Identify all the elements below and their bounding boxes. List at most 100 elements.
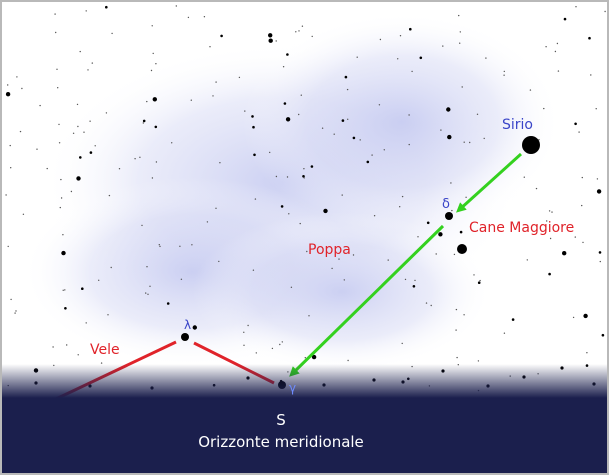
background-star	[159, 245, 161, 248]
background-star	[590, 74, 592, 76]
background-star	[575, 6, 577, 8]
background-star	[151, 25, 153, 27]
background-star	[485, 57, 487, 59]
puppis-label: Poppa	[308, 242, 351, 258]
background-star	[76, 176, 81, 181]
background-star	[546, 220, 548, 222]
background-star	[212, 95, 214, 97]
background-star	[554, 50, 557, 53]
background-star	[54, 13, 56, 15]
background-star	[255, 352, 257, 354]
background-star	[440, 129, 442, 131]
background-star	[476, 113, 479, 116]
background-star	[306, 250, 308, 253]
background-star	[107, 314, 109, 316]
background-star	[77, 125, 79, 128]
background-star	[426, 221, 430, 225]
background-star	[98, 279, 100, 281]
background-star	[180, 278, 183, 280]
background-star	[581, 176, 583, 179]
background-star	[574, 236, 576, 238]
background-star	[463, 314, 465, 316]
background-star	[215, 207, 217, 209]
background-star	[46, 167, 48, 170]
background-star	[175, 5, 177, 7]
background-star	[503, 332, 506, 334]
background-star	[442, 45, 444, 47]
background-star	[150, 69, 153, 72]
background-star	[598, 251, 602, 254]
background-star	[269, 151, 271, 154]
background-star	[62, 234, 64, 236]
background-star	[146, 266, 148, 268]
background-star	[311, 35, 313, 38]
background-star	[343, 279, 345, 281]
horizon-fade	[2, 364, 607, 398]
background-star	[453, 253, 456, 256]
background-star	[303, 177, 305, 179]
background-star	[142, 119, 146, 123]
background-star	[52, 346, 54, 348]
background-star	[459, 230, 463, 234]
background-star	[341, 194, 343, 196]
background-star	[7, 84, 9, 86]
background-star	[548, 210, 551, 212]
background-star	[253, 153, 256, 157]
background-star	[57, 87, 59, 89]
background-star	[557, 70, 560, 72]
background-star	[408, 114, 410, 116]
background-star	[535, 187, 538, 190]
background-star	[151, 177, 154, 179]
background-star	[586, 352, 588, 354]
background-star	[595, 108, 597, 110]
background-star	[39, 104, 41, 107]
delta-label: δ	[442, 197, 450, 212]
background-star	[281, 341, 283, 343]
background-star	[70, 190, 73, 193]
background-star	[77, 354, 79, 356]
background-star	[450, 182, 452, 184]
background-star	[72, 132, 75, 134]
background-star	[64, 307, 67, 310]
background-star	[191, 244, 193, 246]
background-star	[79, 50, 81, 53]
background-star	[352, 136, 356, 140]
background-star	[378, 104, 381, 106]
background-star	[58, 123, 60, 126]
background-star	[408, 143, 410, 146]
background-star	[551, 211, 553, 213]
background-star	[604, 10, 606, 13]
background-star	[419, 56, 423, 60]
background-star	[275, 175, 278, 178]
background-star	[60, 197, 63, 199]
background-star	[578, 131, 580, 133]
background-star	[477, 281, 481, 285]
background-star	[373, 215, 376, 217]
background-star	[252, 125, 255, 129]
background-star	[134, 158, 136, 160]
background-star	[599, 260, 601, 263]
arrow-delta-to-gamma	[289, 224, 445, 377]
background-star	[149, 285, 151, 287]
background-star	[238, 76, 241, 79]
background-star	[285, 117, 291, 122]
background-star	[94, 145, 96, 147]
sirius-label: Sirio	[502, 117, 533, 133]
background-star	[283, 102, 287, 105]
background-star	[435, 253, 437, 255]
background-star	[14, 312, 16, 314]
background-star	[588, 36, 591, 40]
lambda-vel-star	[181, 333, 189, 341]
background-star	[503, 74, 505, 76]
background-star	[409, 27, 412, 31]
background-star	[295, 31, 297, 33]
background-star	[338, 258, 340, 260]
background-star	[252, 269, 255, 271]
background-star	[139, 156, 141, 158]
background-star	[280, 205, 284, 208]
background-star	[503, 70, 505, 73]
background-star	[60, 178, 62, 181]
background-star	[563, 17, 567, 21]
background-star	[347, 118, 349, 121]
